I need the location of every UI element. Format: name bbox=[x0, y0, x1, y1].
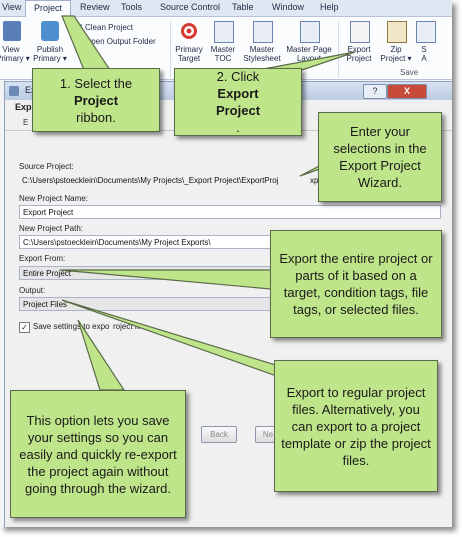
export-from-label: Export From: bbox=[19, 254, 66, 263]
save-settings-label-tail: roject file bbox=[113, 322, 146, 331]
callout-select-project: 1. Select the Project ribbon. bbox=[32, 68, 160, 132]
callout-4-text: Export the entire project or parts of it… bbox=[279, 251, 433, 317]
save-settings-label: Save settings to expo bbox=[33, 322, 110, 331]
callout-enter-selections: Enter your selections in the Export Proj… bbox=[318, 112, 442, 202]
callout-click-export: 2. Click Export Project. bbox=[174, 68, 302, 136]
open-output-folder-label: Open Output Folder bbox=[85, 37, 156, 46]
help-button[interactable]: ? bbox=[363, 84, 387, 99]
back-button[interactable]: Back bbox=[201, 426, 237, 443]
save-settings-checkbox[interactable]: ✓ bbox=[19, 322, 30, 333]
tab-table[interactable]: Table bbox=[232, 2, 254, 12]
callout-6-text: This option lets you save your settings … bbox=[19, 412, 177, 496]
publish-icon bbox=[41, 21, 59, 41]
callout-2-text: 2. Click bbox=[216, 69, 260, 84]
callout-output: Export to regular project files. Alterna… bbox=[274, 360, 438, 492]
callout-1-text: 1. Select the bbox=[59, 75, 133, 91]
dialog-title: Ex bbox=[25, 85, 36, 95]
app-window: View Project Review Tools Source Control… bbox=[0, 0, 452, 527]
tab-project[interactable]: Project bbox=[25, 0, 72, 17]
master-stylesheet-label: Master Stylesheet bbox=[243, 45, 281, 63]
callout-2-bold-1: Export bbox=[217, 86, 259, 101]
callout-1-bold: Project bbox=[73, 92, 119, 108]
stylesheet-icon bbox=[253, 21, 273, 43]
master-page-layout-label: Master Page Layout bbox=[286, 45, 332, 63]
tab-view[interactable]: View bbox=[2, 2, 22, 12]
view-icon bbox=[3, 21, 21, 41]
target-icon bbox=[181, 23, 197, 39]
callout-2-bold-2: Project bbox=[215, 103, 261, 118]
tab-window[interactable]: Window bbox=[272, 2, 305, 12]
callout-5-text: Export to regular project files. Alterna… bbox=[281, 384, 431, 468]
zip-project-label: Zip Project ▾ bbox=[380, 45, 412, 63]
callout-2-post: . bbox=[236, 120, 240, 135]
primary-target-label: Primary Target bbox=[175, 45, 203, 63]
toc-icon bbox=[214, 21, 234, 43]
ribbon-separator bbox=[170, 21, 171, 77]
zip-icon bbox=[387, 21, 407, 43]
publish-primary-label: Publish Primary ▾ bbox=[33, 45, 67, 63]
ribbon-tab-bar: View Project Review Tools Source Control… bbox=[0, 0, 452, 17]
master-toc-label: Master TOC bbox=[210, 45, 236, 63]
s-a-label: S A bbox=[421, 45, 427, 63]
ribbon-separator bbox=[338, 21, 339, 77]
tab-review[interactable]: Review bbox=[80, 2, 110, 12]
close-button[interactable]: X bbox=[387, 84, 427, 99]
wizard-subheader: E bbox=[23, 118, 29, 127]
callout-save-settings: This option lets you save your settings … bbox=[10, 390, 186, 518]
new-project-name-input[interactable]: Export Project bbox=[19, 205, 441, 219]
callout-3-text: Enter your selections in the Export Proj… bbox=[333, 124, 427, 190]
callout-export-from: Export the entire project or parts of it… bbox=[270, 230, 442, 338]
wizard-header: Expo bbox=[15, 102, 38, 112]
page-layout-icon bbox=[300, 21, 320, 43]
clean-project-label: Clean Project bbox=[85, 23, 134, 32]
new-project-path-label: New Project Path: bbox=[19, 224, 84, 233]
dialog-app-icon bbox=[9, 86, 19, 96]
callout-1-post: ribbon. bbox=[76, 109, 116, 125]
save-group-label: Save bbox=[400, 68, 419, 77]
s-a-icon bbox=[416, 21, 436, 43]
source-project-value: C:\Users\pstoecklein\Documents\My Projec… bbox=[22, 176, 279, 185]
tab-help[interactable]: Help bbox=[320, 2, 339, 12]
source-project-label: Source Project: bbox=[19, 162, 74, 171]
tab-source-control[interactable]: Source Control bbox=[160, 2, 221, 12]
tab-tools[interactable]: Tools bbox=[121, 2, 143, 12]
output-label: Output: bbox=[19, 286, 46, 295]
export-project-label: Export Project bbox=[346, 45, 372, 63]
ribbon-panel: View Primary ▾ Publish Primary ▾ Clean P… bbox=[0, 17, 452, 80]
new-project-name-label: New Project Name: bbox=[19, 194, 88, 203]
export-icon bbox=[350, 21, 370, 43]
